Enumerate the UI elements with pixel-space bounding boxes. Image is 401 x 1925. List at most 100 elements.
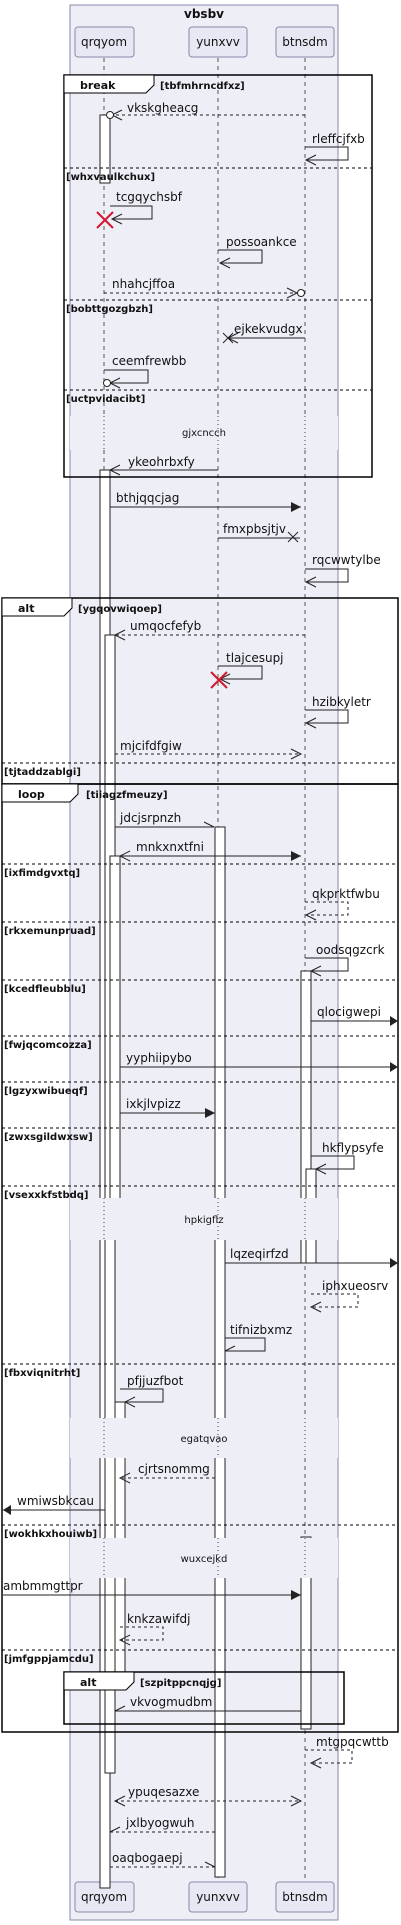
message: ejkekvudgx [222, 322, 305, 344]
arrowhead [118, 1634, 131, 1646]
participant-foot-label-qrqyom: qrqyom [81, 1890, 127, 1904]
arrowhead [304, 909, 317, 921]
message: mnkxnxtfni [118, 840, 301, 862]
divider-label: hpkigflz [184, 1215, 223, 1226]
message: lqzeqirfzd [225, 1247, 398, 1268]
message-label: nhahcjffoa [112, 277, 175, 291]
arrowhead [118, 1472, 131, 1484]
message-label: jxlbyogwuh [125, 1816, 194, 1830]
message: hkflypsyfe [311, 1141, 384, 1175]
arrowhead [123, 1396, 136, 1408]
arrowhead [291, 1590, 301, 1600]
fragment-section-label: [lgzyxwibueqf] [4, 1086, 88, 1097]
fragment-section-label: [fbxviqnitrht] [4, 1368, 80, 1379]
message-label: ceemfrewbb [112, 354, 186, 368]
message: rleffcjfxb [304, 132, 365, 166]
participant-group-title: vbsbv [184, 7, 224, 21]
message-label: rqcwwtylbe [312, 553, 381, 567]
participant-label-yunxvv: yunxvv [196, 35, 240, 49]
fragment-condition: [szpitppcnqjg] [140, 1678, 221, 1689]
message-arrow [110, 205, 153, 220]
arrowhead [309, 1301, 322, 1313]
activation-bar [300, 1536, 312, 1730]
destroy-marker [96, 211, 114, 229]
participant-foot-label-btnsdm: btnsdm [282, 1890, 328, 1904]
message: ykeohrbxfy [108, 455, 218, 476]
lost-found-marker [297, 289, 305, 297]
arrowhead [203, 821, 215, 828]
arrowhead [390, 1016, 398, 1026]
divider-label: egatqvao [180, 1434, 227, 1445]
message: tcgqychsbf [96, 190, 183, 229]
fragment-tab-break [63, 74, 155, 94]
message: qlocigwepi [311, 1005, 398, 1026]
divider-label: gjxcncch [182, 428, 226, 439]
fragment-section-label: [zwxsgildwxsw] [4, 1132, 93, 1143]
fragment-section-label: [ixfimdgvxtq] [4, 868, 80, 879]
message: hzibkyletr [304, 695, 371, 729]
fragment-section-label: [kcedfleubblu] [4, 984, 86, 995]
message: ypuqesazxe [113, 1785, 303, 1807]
message-label: vkskgheacg [127, 101, 198, 115]
message-arrow [311, 1155, 355, 1170]
arrowhead [110, 213, 123, 225]
message-arrow [218, 249, 263, 264]
message: ambmmgttpr [3, 1579, 301, 1600]
participant-head-qrqyom [74, 26, 135, 58]
message: tifnizbxmz [224, 1323, 292, 1352]
arrowhead [304, 576, 317, 588]
participant-label-qrqyom: qrqyom [81, 35, 127, 49]
fragment-section-label: [jmfgppjamcdu] [4, 1654, 94, 1665]
message: ixkjlvpizz [120, 1097, 215, 1118]
message-label: umqocfefyb [130, 619, 201, 633]
fragment-tab-alt-inner [63, 1671, 135, 1691]
destroy-marker [222, 332, 234, 344]
arrowhead [205, 1108, 215, 1118]
destroy-marker [287, 531, 299, 543]
message-arrow [104, 369, 149, 384]
message-arrow [120, 1388, 164, 1403]
lost-found-marker [106, 111, 114, 119]
arrowhead [3, 1505, 11, 1515]
fragment-section-label: [rkxemunpruad] [4, 926, 96, 937]
message-label: mnkxnxtfni [136, 840, 204, 854]
message-label: hzibkyletr [312, 695, 371, 709]
message-label: iphxueosrv [322, 1279, 388, 1293]
message-label: yyphiipybo [126, 1051, 192, 1065]
message-arrow [305, 709, 349, 724]
divider-label: wuxcejkd [181, 1554, 228, 1565]
message-label: rleffcjfxb [312, 132, 365, 146]
message-arrow [305, 1749, 353, 1764]
arrowhead [204, 1861, 216, 1868]
fragment-section-label: [vsexxkfstbdq] [4, 1190, 89, 1201]
fragment-section-label: [fwjqcomcozza] [4, 1040, 92, 1051]
message-label: tcgqychsbf [116, 190, 183, 204]
message-label: wmiwsbkcau [17, 1494, 94, 1508]
message: mtgpqcwttb [305, 1735, 389, 1769]
arrowhead [113, 629, 126, 641]
fragment-condition: [tbfmhrncdfxz] [160, 81, 245, 92]
message-label: ixkjlvpizz [126, 1097, 181, 1111]
message: jdcjsrpnzh [115, 811, 215, 828]
message-arrow [305, 146, 349, 161]
message-label: tlajcesupj [226, 651, 284, 665]
message-label: ejkekvudgx [234, 322, 303, 336]
arrowhead [118, 850, 131, 862]
message: yyphiipybo [120, 1051, 398, 1072]
message: fmxpbsjtjv [218, 522, 300, 543]
activation-bar [214, 826, 226, 1878]
arrowhead [291, 851, 301, 861]
message: knkzawifdj [118, 1612, 190, 1646]
message: nhahcjffoa [104, 277, 305, 299]
message: umqocfefyb [113, 619, 305, 641]
fragment-keyword: break [80, 79, 116, 92]
fragment-keyword: alt [18, 602, 34, 615]
message-label: possoankce [226, 235, 297, 249]
arrowhead [291, 502, 301, 512]
fragment-tab-alt [1, 597, 73, 617]
message: ceemfrewbb [103, 354, 186, 389]
message-label: mjcifdfgiw [120, 739, 182, 753]
arrowhead [309, 1757, 322, 1769]
message-label: pfjjuzfbot [127, 1374, 184, 1388]
